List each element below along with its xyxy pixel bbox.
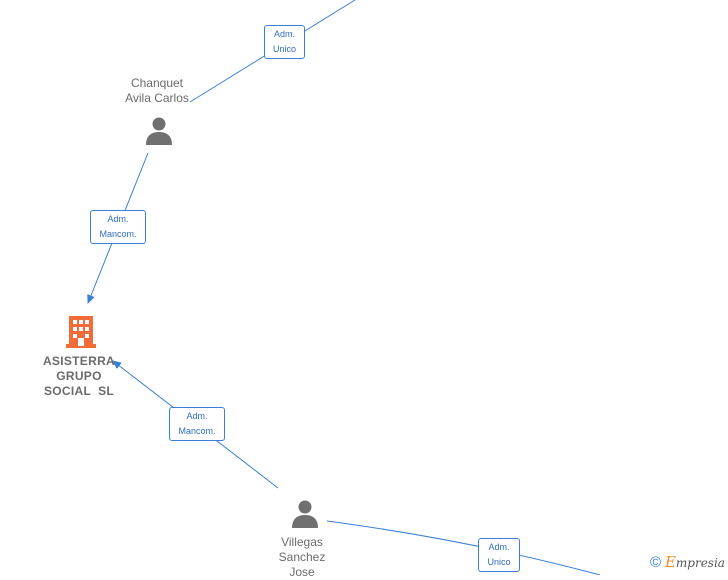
edge-label-villegas-right-line2: Unico xyxy=(487,557,511,567)
company-label-line2: GRUPO xyxy=(56,369,102,383)
person-icon[interactable] xyxy=(144,116,174,146)
edge-label-top-line1: Adm. xyxy=(273,29,295,39)
person-label-villegas[interactable]: Villegas Sanchez Jose xyxy=(262,535,342,580)
edge-label-villegas-company[interactable]: Adm. Mancom. xyxy=(169,407,225,441)
watermark: © Empresia xyxy=(650,553,725,571)
company-label-asisterra[interactable]: ASISTERRA GRUPO SOCIAL SL xyxy=(29,354,129,399)
person-label-chanquet-line1: Chanquet xyxy=(130,76,184,90)
person-label-chanquet-line2: Avila Carlos xyxy=(125,91,189,105)
edge-label-chanquet-company-line2: Mancom. xyxy=(99,229,137,239)
edge-villegas-right-line xyxy=(326,520,601,575)
edge-label-villegas-right-line1: Adm. xyxy=(488,542,510,552)
edge-label-chanquet-company[interactable]: Adm. Mancom. xyxy=(90,210,146,244)
edge-label-villegas-company-line1: Adm. xyxy=(186,411,208,421)
person-icon[interactable] xyxy=(290,499,320,529)
person-label-villegas-line1: Villegas xyxy=(281,535,323,549)
edge-label-chanquet-company-line1: Adm. xyxy=(107,214,129,224)
person-label-chanquet[interactable]: Chanquet Avila Carlos xyxy=(112,76,202,106)
brand-name: mpresia xyxy=(675,556,725,570)
edge-label-villegas-company-line2: Mancom. xyxy=(178,426,216,436)
copyright-symbol: © xyxy=(650,554,662,571)
edge-label-villegas-right[interactable]: Adm. Unico xyxy=(478,538,520,572)
company-label-line1: ASISTERRA xyxy=(42,354,116,368)
brand-initial: E xyxy=(664,553,676,571)
building-icon[interactable] xyxy=(66,314,96,348)
person-label-villegas-line2: Sanchez xyxy=(278,550,326,564)
edge-label-top[interactable]: Adm. Unico xyxy=(264,25,305,59)
edge-label-top-line2: Unico xyxy=(272,44,296,54)
person-label-villegas-line3: Jose xyxy=(289,565,315,579)
company-label-line3: SOCIAL SL xyxy=(43,384,115,398)
